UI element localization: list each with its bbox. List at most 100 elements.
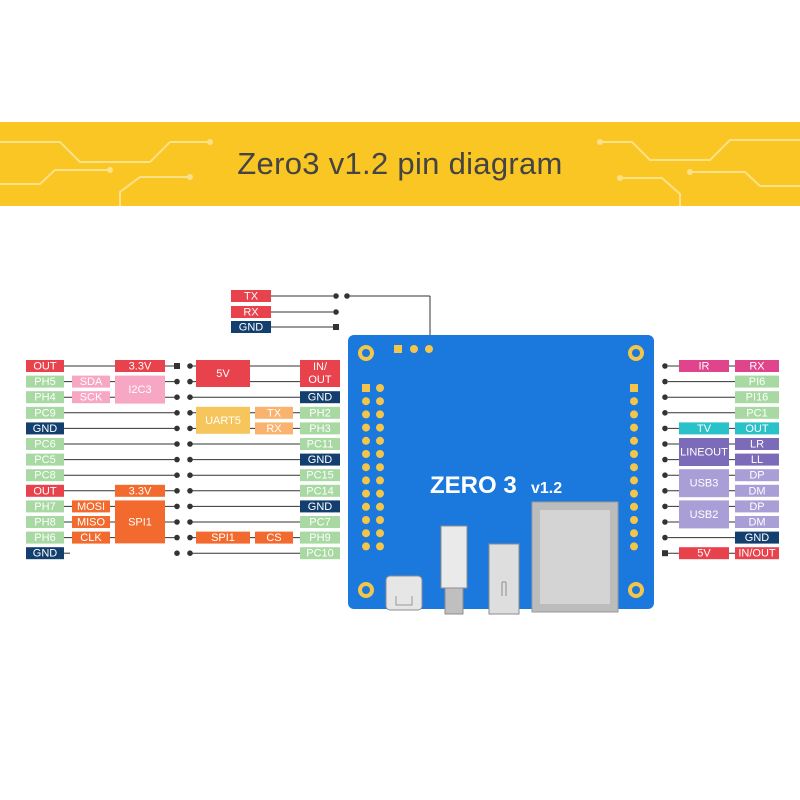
pin-label-left-b-0-text: IN/: [313, 361, 328, 373]
pin-label-right-11-text: GND: [745, 532, 770, 544]
pin-label-right-0: RX: [735, 360, 779, 373]
connector-dot: [187, 472, 193, 479]
connector-dot: [174, 519, 180, 525]
pin-label-right-5-text: LR: [750, 439, 764, 451]
pin-label-left-b-9-text: GND: [308, 501, 333, 513]
connector-dot: [174, 472, 180, 479]
header-pin: [376, 384, 384, 392]
header-pin: [362, 529, 370, 538]
left-pin-header: [362, 384, 384, 551]
pin-label-right-7: DP: [735, 469, 779, 482]
usb3-label: USB3: [679, 469, 729, 498]
connector-dot: [187, 425, 193, 432]
v5-label-right-text: 5V: [697, 548, 711, 560]
pin-label-left-b-2-text: GND: [308, 392, 333, 404]
connector-dot: [187, 378, 193, 385]
connector-dot: [187, 456, 193, 463]
ir-label-text: IR: [699, 361, 710, 373]
micro-hdmi-port: [440, 525, 468, 589]
lineout-label-text: LINEOUT: [680, 447, 728, 459]
connector-dot: [187, 441, 193, 447]
pin-label-left-b-11-text: PH9: [309, 532, 330, 544]
connector-dot: [662, 363, 668, 369]
header-pin: [376, 450, 384, 458]
header-pin: [376, 529, 384, 538]
header-pin: [362, 436, 370, 445]
ir-label: IR: [679, 360, 729, 373]
tf-card-slot: [488, 543, 520, 615]
connector-dot: [187, 363, 193, 369]
pin-label-left-b-2: GND: [300, 391, 340, 404]
v33-label-mid-text: 3.3V: [129, 485, 152, 497]
pin-label-right-8: DM: [735, 484, 779, 497]
header-pin: [362, 423, 370, 432]
pin-label-left-b-8: PC14: [300, 484, 340, 497]
connector-dot: [174, 456, 180, 463]
pin-label-right-11: GND: [735, 531, 779, 544]
circuit-trace-decoration: [0, 139, 800, 206]
spi1-label: SPI1: [115, 500, 165, 544]
v33-label-top-text: 3.3V: [129, 361, 152, 373]
pin-label-left-a-6-text: PC5: [34, 454, 55, 466]
pin-label-right-2: PI16: [735, 391, 779, 404]
sck-label: SCK: [72, 391, 110, 404]
pin-label-left-a-8-text: OUT: [33, 485, 57, 497]
pin-label-right-9: DP: [735, 500, 779, 513]
pin-label-left-a-10-text: PH8: [34, 517, 55, 529]
mosi-label: MOSI: [72, 500, 110, 513]
sda-label-text: SDA: [80, 376, 103, 388]
connector-dot: [174, 503, 180, 510]
spi1-cs-group-label: SPI1: [196, 531, 250, 544]
lineout-label: LINEOUT: [679, 438, 729, 466]
header-pin: [630, 502, 638, 511]
connector-dot: [662, 441, 668, 447]
header-pin: [362, 384, 370, 392]
pin-label-left-a-6: PC5: [26, 453, 64, 466]
connector-dot: [187, 503, 193, 510]
pin-label-left-b-8-text: PC14: [306, 485, 334, 497]
header-pin: [376, 463, 384, 472]
pin-label-left-a-9: PH7: [26, 500, 64, 513]
header-pin: [630, 436, 638, 445]
pin-label-right-9-text: DP: [749, 501, 764, 513]
title-banner: Zero3 v1.2 pin diagram: [0, 122, 800, 206]
cs-label: CS: [255, 531, 293, 544]
pin-label-left-a-10: PH8: [26, 516, 64, 529]
connector-dot: [662, 378, 668, 385]
pin-label-left-a-0-text: OUT: [33, 361, 57, 373]
uart-debug-label-2: GND: [231, 321, 271, 334]
v5-label-right: 5V: [679, 547, 729, 560]
pin-label-left-a-7-text: PC8: [34, 470, 55, 482]
header-pin: [376, 476, 384, 485]
v33-label-top: 3.3V: [115, 360, 165, 373]
header-pin: [362, 450, 370, 458]
pin-label-right-6: LL: [735, 453, 779, 466]
pin-label-left-b-4-text: PH3: [309, 423, 330, 435]
pin-label-left-b-3-text: PH2: [309, 407, 330, 419]
cs-label-text: CS: [266, 532, 281, 544]
pin-label-left-b-6-text: GND: [308, 454, 333, 466]
miso-label: MISO: [72, 516, 110, 529]
uart-debug-pad: [394, 345, 402, 353]
pin-label-left-a-11: PH6: [26, 531, 64, 544]
header-pin: [630, 450, 638, 458]
pin-label-left-b-5: PC11: [300, 438, 340, 451]
connector-dot: [662, 456, 668, 463]
uart-debug-label-0: TX: [231, 290, 271, 303]
header-pin: [376, 410, 384, 419]
sck-label-text: SCK: [80, 392, 103, 404]
connector-dot: [662, 519, 668, 525]
header-pin: [630, 516, 638, 524]
pin-label-left-b-10-text: PC7: [309, 517, 330, 529]
connector-dot: [662, 488, 668, 494]
usb2-label-text: USB2: [690, 509, 719, 521]
pin-label-left-a-2-text: PH4: [34, 392, 55, 404]
header-pin: [630, 423, 638, 432]
usb2-label: USB2: [679, 500, 729, 529]
v5-label-left: 5V: [196, 360, 250, 387]
connector-dot: [662, 394, 668, 401]
pin-label-left-b-5-text: PC11: [307, 439, 334, 451]
mosi-label-text: MOSI: [77, 501, 105, 513]
uart-debug-label-1-text: RX: [243, 307, 259, 319]
pin-label-left-a-2: PH4: [26, 391, 64, 404]
